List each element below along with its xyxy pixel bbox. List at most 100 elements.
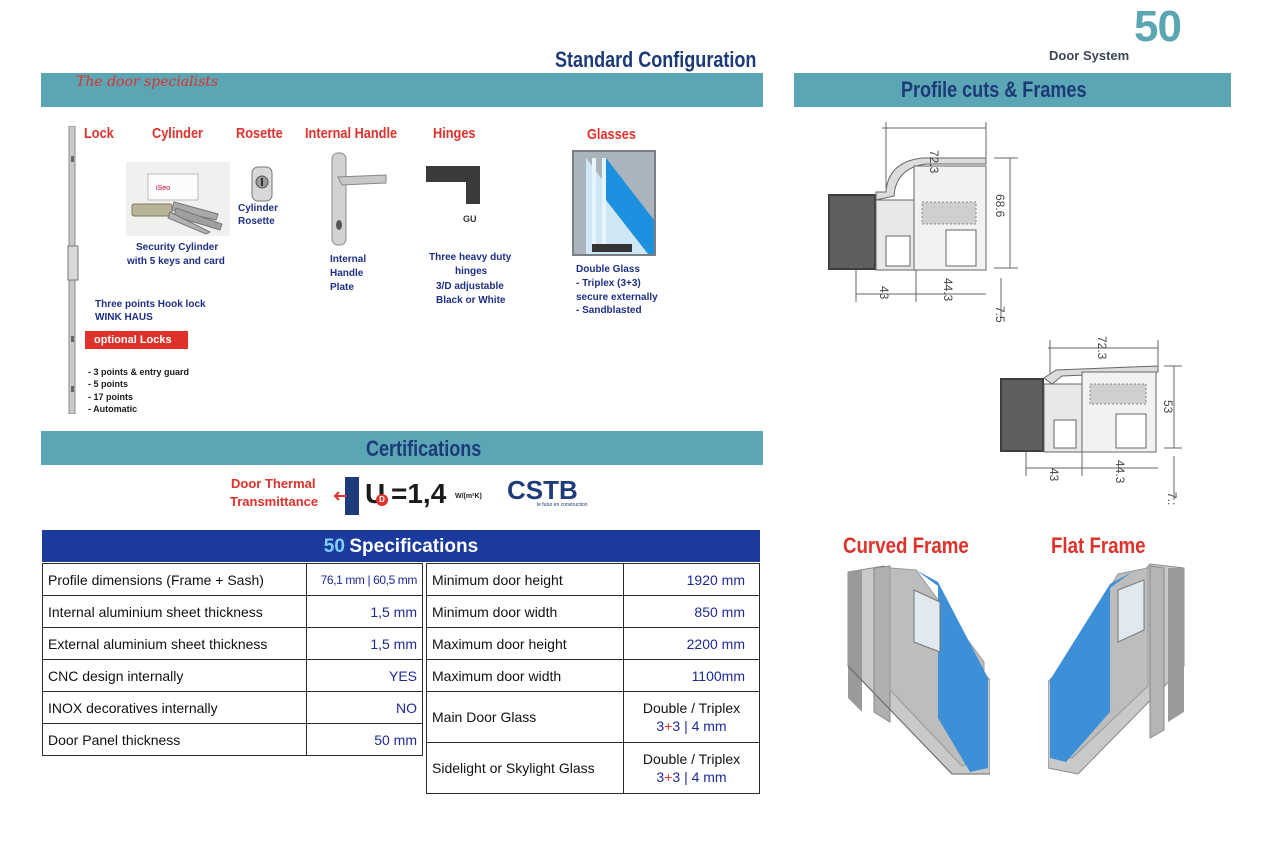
u-subscript-text: D [379, 495, 385, 504]
spec-label: Door Panel thickness [42, 723, 307, 756]
thermal-label-1: Door Thermal [231, 476, 316, 491]
optional-lock-2: - 5 points [88, 379, 128, 389]
optional-locks-badge: optional Locks [85, 331, 188, 349]
hinges-caption-2: hinges [455, 266, 488, 277]
spec-value: 2200 mm [623, 627, 760, 660]
lock-caption-1: Three points Hook lock [95, 299, 206, 310]
dim-44-3-top: 44.3 [941, 278, 955, 302]
brand-number: 50 [1134, 2, 1182, 51]
handle-image [331, 152, 387, 246]
cylinder-caption-1: Security Cylinder [136, 242, 219, 253]
standard-config-title: Standard Configuration [555, 47, 757, 72]
dim-72-3-top: 72.3 [927, 150, 941, 174]
spec-value: Double / Triplex 3+3 | 4 mm [623, 691, 760, 743]
specs-right-table: Minimum door height 1920 mm Minimum door… [426, 563, 760, 794]
lock-caption-2: WINK HAUS [95, 312, 153, 323]
dim-7-5-top: 7.5 [993, 306, 1007, 323]
hinges-caption-1: Three heavy duty [429, 252, 512, 263]
spec-label: External aluminium sheet thickness [42, 627, 307, 660]
standard-config-bar [41, 73, 763, 107]
table-row: INOX decoratives internally NO [42, 691, 423, 724]
header-glasses: Glasses [587, 126, 636, 143]
header-cylinder: Cylinder [152, 125, 204, 142]
header-lock: Lock [84, 125, 114, 142]
handle-caption-3: Plate [330, 282, 354, 293]
table-row: Main Door Glass Double / Triplex 3+3 | 4… [426, 691, 760, 743]
table-row: Sidelight or Skylight Glass Double / Tri… [426, 742, 760, 794]
spec-label: Minimum door height [426, 563, 624, 596]
glass-type: Double / Triplex [642, 700, 741, 716]
header-hinges: Hinges [433, 125, 476, 142]
dim-43-bottom: 43 [1047, 468, 1061, 482]
cstb-tagline: le futur en construction [537, 502, 588, 508]
rosette-image [251, 166, 273, 202]
glass-b: 3 | 4 mm [672, 718, 727, 734]
curved-frame-label: Curved Frame [843, 533, 969, 558]
spec-value: 1,5 mm [306, 595, 423, 628]
glass-thickness: 3+3 | 4 mm [629, 717, 754, 735]
flat-frame-image [1048, 563, 1185, 775]
glass-thickness: 3+3 | 4 mm [629, 768, 754, 786]
certifications-bar [41, 431, 763, 465]
table-row: Minimum door width 850 mm [426, 595, 760, 628]
cylinder-image: iSeo [126, 162, 230, 236]
hinges-caption-4: Black or White [436, 295, 506, 306]
u-value: =1,4 [391, 478, 447, 509]
glass-caption-4: - Sandblasted [576, 305, 642, 316]
spec-value: YES [306, 659, 423, 692]
tagline: The door specialists [76, 74, 219, 90]
specs-header: 50 Specifications [42, 530, 760, 562]
spec-label: Sidelight or Skylight Glass [426, 742, 624, 794]
header-rosette: Rosette [236, 125, 283, 142]
spec-value: 850 mm [623, 595, 760, 628]
handle-caption-1: Internal [330, 254, 367, 265]
lock-bar-image [67, 126, 79, 414]
plus-sign: + [664, 718, 673, 734]
plus-sign: + [664, 769, 673, 785]
profile-cut-top: 72.3 68.6 43 44.3 7.5 [828, 122, 1018, 323]
table-row: Maximum door height 2200 mm [426, 627, 760, 660]
spec-value: 1100mm [623, 659, 760, 692]
flat-frame-label: Flat Frame [1051, 533, 1146, 558]
u-unit: W/(m²K) [455, 493, 482, 500]
rosette-caption-2: Rosette [238, 216, 275, 227]
spec-label: CNC design internally [42, 659, 307, 692]
certifications-title: Certifications [366, 436, 482, 461]
glass-caption-1: Double Glass [576, 264, 640, 275]
table-row: Door Panel thickness 50 mm [42, 723, 423, 756]
profile-cut-bottom: 72.3 53 43 44.3 7.: [1000, 336, 1182, 505]
spec-label: Profile dimensions (Frame + Sash) [42, 563, 307, 596]
profile-title: Profile cuts & Frames [901, 77, 1087, 102]
spec-value: Double / Triplex 3+3 | 4 mm [623, 742, 760, 794]
specs-title-number: 50 [323, 536, 345, 557]
glass-a: 3 [656, 718, 665, 734]
spec-value: 50 mm [306, 723, 423, 756]
spec-label: Minimum door width [426, 595, 624, 628]
dim-7-5-bottom: 7.: [1165, 492, 1179, 505]
handle-caption-2: Handle [330, 268, 364, 279]
cylinder-caption-2: with 5 keys and card [127, 256, 225, 267]
spec-label: INOX decoratives internally [42, 691, 307, 724]
dim-53: 53 [1161, 400, 1175, 414]
dim-72-3-bottom: 72.3 [1095, 336, 1109, 360]
hinges-caption-3: 3/D adjustable [436, 281, 504, 292]
table-row: Profile dimensions (Frame + Sash) 76,1 m… [42, 563, 423, 596]
spec-label: Maximum door height [426, 627, 624, 660]
thermal-label-2: Transmittance [230, 494, 319, 509]
spec-label: Maximum door width [426, 659, 624, 692]
spec-value: 76,1 mm | 60,5 mm [306, 563, 423, 596]
spec-value: NO [306, 691, 423, 724]
glass-caption-2: - Triplex (3+3) [576, 278, 641, 289]
hinge-image [426, 166, 480, 204]
door-icon [333, 477, 359, 515]
specs-left-table: Profile dimensions (Frame + Sash) 76,1 m… [42, 563, 423, 756]
table-row: CNC design internally YES [42, 659, 423, 692]
table-row: Minimum door height 1920 mm [426, 563, 760, 596]
profile-bar [794, 73, 1231, 107]
brand-subtitle: Door System [1049, 48, 1130, 63]
table-row: Maximum door width 1100mm [426, 659, 760, 692]
svg-text:iSeo: iSeo [156, 185, 170, 192]
dim-68-6: 68.6 [993, 194, 1007, 218]
glass-type: Double / Triplex [642, 751, 741, 767]
curved-frame-image [847, 565, 990, 775]
